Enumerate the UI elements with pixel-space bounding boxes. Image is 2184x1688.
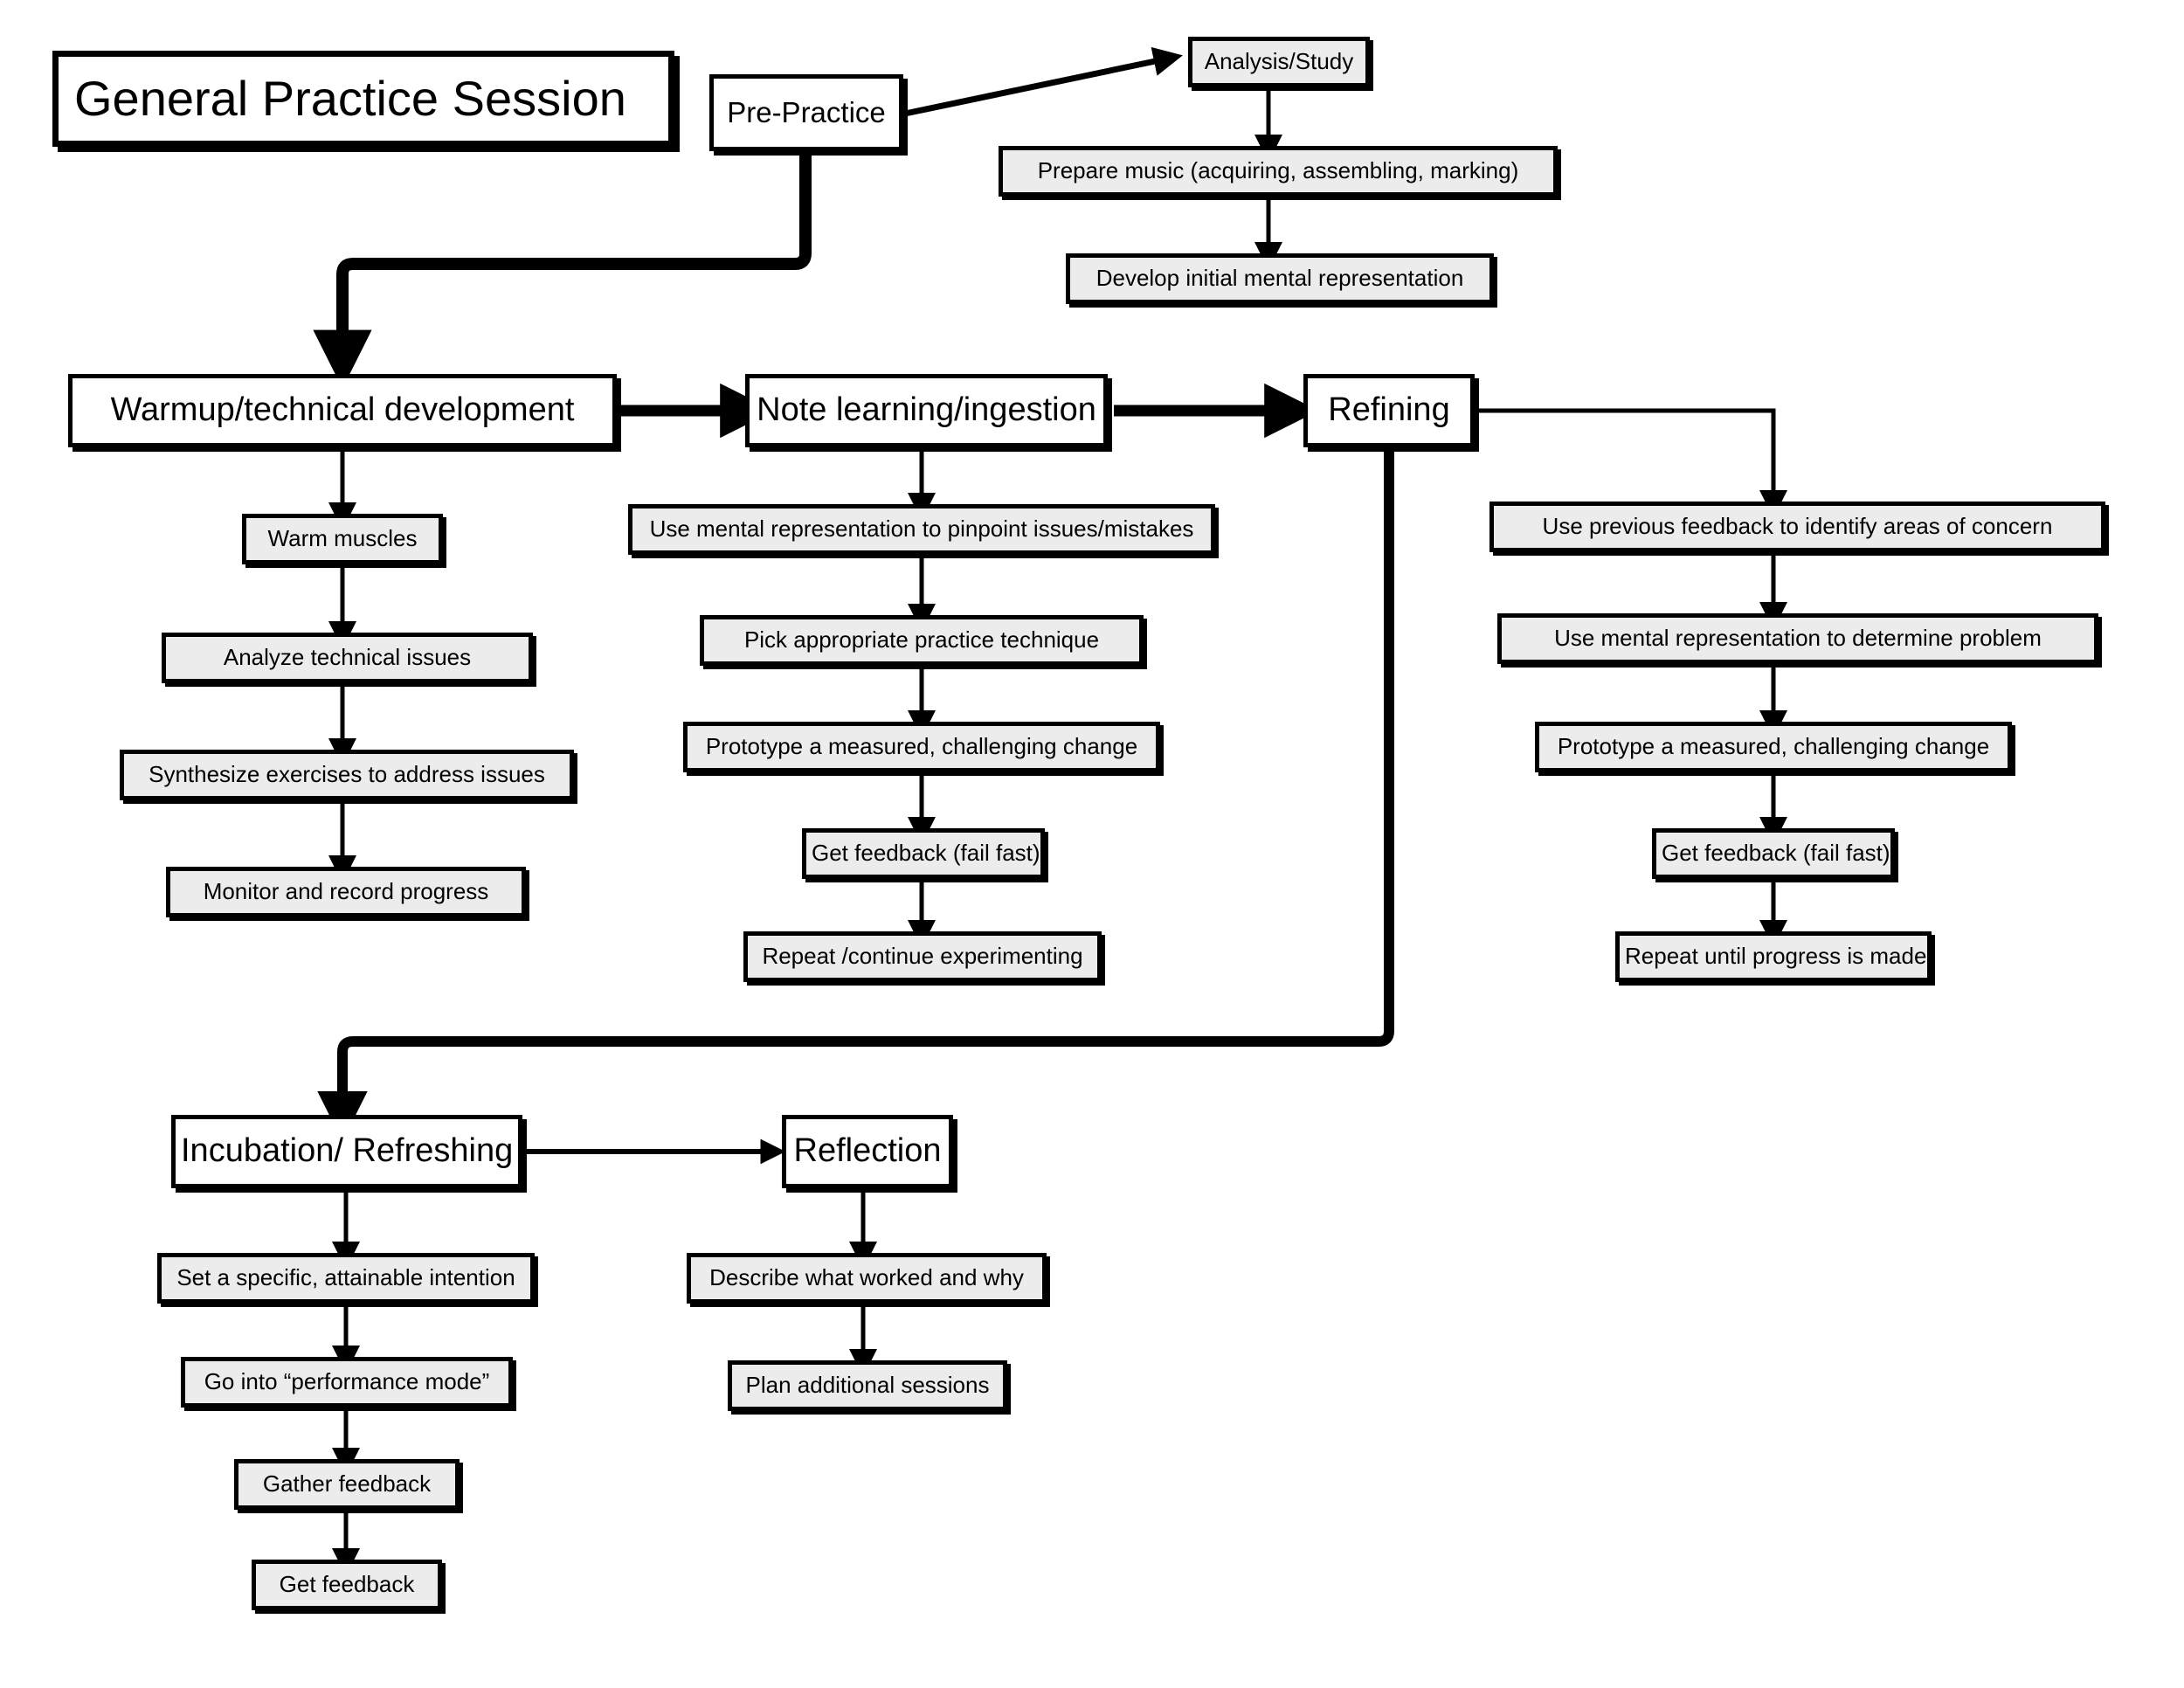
step-warm-muscles-label: Warm muscles <box>267 525 418 552</box>
edge-pre-to-warmup <box>313 150 812 389</box>
step-repeat-continue-experimenting[interactable]: Repeat /continue experimenting <box>743 931 1102 982</box>
stage-note-learning[interactable]: Note learning/ingestion <box>745 374 1108 447</box>
step-determine-problem[interactable]: Use mental representation to determine p… <box>1497 613 2098 664</box>
step-repeat-until-progress-label: Repeat until progress is made <box>1625 943 1927 970</box>
step-analysis-study-label: Analysis/Study <box>1204 48 1354 75</box>
stage-warmup[interactable]: Warmup/technical development <box>68 374 617 447</box>
step-synthesize-exercises[interactable]: Synthesize exercises to address issues <box>120 750 574 800</box>
step-refine-prototype-change[interactable]: Prototype a measured, challenging change <box>1535 722 2012 772</box>
step-analyze-technical-issues-label: Analyze technical issues <box>223 644 472 671</box>
step-pick-practice-technique[interactable]: Pick appropriate practice technique <box>700 615 1144 666</box>
step-determine-problem-label: Use mental representation to determine p… <box>1554 625 2042 652</box>
stage-reflection-label: Reflection <box>793 1132 942 1170</box>
step-pinpoint-issues[interactable]: Use mental representation to pinpoint is… <box>628 504 1215 555</box>
stage-refining[interactable]: Refining <box>1303 374 1475 447</box>
step-pick-practice-technique-label: Pick appropriate practice technique <box>743 626 1100 654</box>
step-use-previous-feedback[interactable]: Use previous feedback to identify areas … <box>1489 502 2105 552</box>
step-monitor-record-progress[interactable]: Monitor and record progress <box>166 867 526 917</box>
step-set-intention[interactable]: Set a specific, attainable intention <box>157 1253 535 1304</box>
step-prepare-music[interactable]: Prepare music (acquiring, assembling, ma… <box>999 146 1558 197</box>
stage-warmup-label: Warmup/technical development <box>110 391 575 429</box>
step-pinpoint-issues-label: Use mental representation to pinpoint is… <box>649 515 1194 543</box>
stage-refining-label: Refining <box>1328 391 1450 429</box>
step-analyze-technical-issues[interactable]: Analyze technical issues <box>162 633 533 683</box>
step-note-prototype-change[interactable]: Prototype a measured, challenging change <box>683 722 1160 772</box>
page-title-label: General Practice Session <box>74 70 626 126</box>
step-develop-mental-representation-label: Develop initial mental representation <box>1095 265 1464 292</box>
step-set-intention-label: Set a specific, attainable intention <box>176 1264 515 1291</box>
step-note-get-feedback[interactable]: Get feedback (fail fast) <box>802 828 1045 879</box>
step-incub-get-feedback[interactable]: Get feedback <box>252 1560 442 1610</box>
step-use-previous-feedback-label: Use previous feedback to identify areas … <box>1542 513 2053 540</box>
step-develop-mental-representation[interactable]: Develop initial mental representation <box>1066 253 1494 304</box>
step-note-get-feedback-label: Get feedback (fail fast) <box>812 840 1040 867</box>
step-describe-what-worked[interactable]: Describe what worked and why <box>687 1253 1047 1304</box>
step-refine-get-feedback-label: Get feedback (fail fast) <box>1662 840 1890 867</box>
step-plan-additional-sessions[interactable]: Plan additional sessions <box>728 1360 1007 1411</box>
step-prepare-music-label: Prepare music (acquiring, assembling, ma… <box>1037 157 1519 184</box>
step-warm-muscles[interactable]: Warm muscles <box>242 514 443 564</box>
step-refine-prototype-change-label: Prototype a measured, challenging change <box>1557 733 1990 760</box>
step-note-prototype-change-label: Prototype a measured, challenging change <box>705 733 1138 760</box>
page-title: General Practice Session <box>52 51 674 147</box>
step-describe-what-worked-label: Describe what worked and why <box>709 1264 1024 1291</box>
step-repeat-continue-experimenting-label: Repeat /continue experimenting <box>762 943 1083 970</box>
step-plan-additional-sessions-label: Plan additional sessions <box>745 1372 990 1399</box>
step-performance-mode[interactable]: Go into “performance mode” <box>181 1357 513 1408</box>
stage-incubation-refreshing[interactable]: Incubation/ Refreshing <box>171 1115 522 1188</box>
edge-pre-to-analysis <box>904 46 1183 117</box>
stage-note-learning-label: Note learning/ingestion <box>757 391 1096 429</box>
edge-refining-to-refine1 <box>1476 408 1788 518</box>
step-synthesize-exercises-label: Synthesize exercises to address issues <box>149 761 545 788</box>
stage-pre-practice-label: Pre-Practice <box>727 95 886 128</box>
step-performance-mode-label: Go into “performance mode” <box>204 1368 490 1395</box>
step-refine-get-feedback[interactable]: Get feedback (fail fast) <box>1652 828 1895 879</box>
stage-pre-practice[interactable]: Pre-Practice <box>709 74 903 151</box>
step-monitor-record-progress-label: Monitor and record progress <box>203 878 489 905</box>
step-repeat-until-progress[interactable]: Repeat until progress is made <box>1615 931 1932 982</box>
step-analysis-study[interactable]: Analysis/Study <box>1188 37 1370 87</box>
step-incub-get-feedback-label: Get feedback <box>279 1571 415 1598</box>
step-gather-feedback-label: Gather feedback <box>262 1470 432 1498</box>
stage-reflection[interactable]: Reflection <box>782 1115 953 1188</box>
stage-incubation-refreshing-label: Incubation/ Refreshing <box>181 1132 514 1170</box>
step-gather-feedback[interactable]: Gather feedback <box>234 1459 460 1510</box>
